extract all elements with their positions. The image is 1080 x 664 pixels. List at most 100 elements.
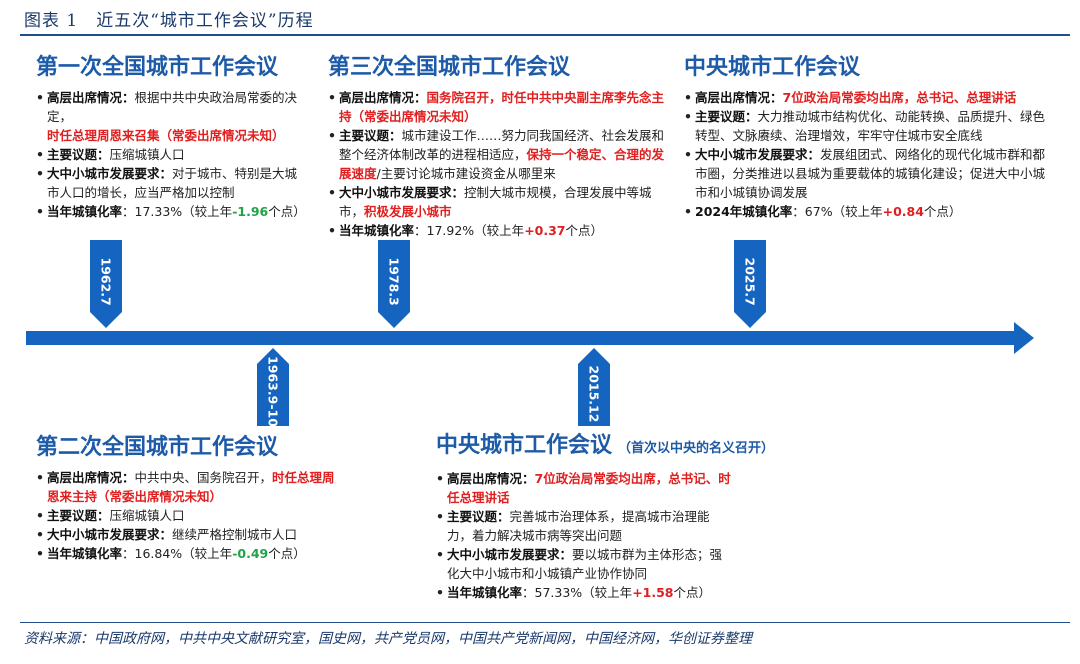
meeting-item: 大中小城市发展要求：控制大城市规模，合理发展中等城市，积极发展小城市 bbox=[328, 183, 674, 221]
item-key: 主要议题： bbox=[447, 509, 510, 524]
item-text: 完善城市治理体系，提高城市治理能力，着力解决城市病等突出问题 bbox=[447, 509, 710, 543]
item-text: 个点） bbox=[923, 204, 962, 219]
meeting-block-4: 中央城市工作会议（首次以中央的名义召开） 高层出席情况：7位政治局常委均出席，总… bbox=[436, 432, 775, 602]
item-text: 要以城市群为主体形态；强化大中小城市和小城镇产业协作协同 bbox=[447, 547, 723, 581]
meeting-item: 大中小城市发展要求：对于城市、特别是大城市人口的增长，应当严格加以控制 bbox=[36, 164, 308, 202]
item-text: 个点） bbox=[673, 585, 712, 600]
item-key: 高层出席情况： bbox=[47, 90, 135, 105]
meeting-item: 主要议题：压缩城镇人口 bbox=[36, 506, 346, 525]
meeting-item: 当年城镇化率：17.33%（较上年-1.96个点） bbox=[36, 202, 308, 221]
item-text: 城市建设工作……努力同我国经济、社会发展和整个经济体制改革的进程相适应， bbox=[339, 128, 665, 162]
meeting-title: 第一次全国城市工作会议 bbox=[36, 55, 279, 80]
item-text: ：17.92%（较上年 bbox=[414, 223, 525, 238]
meeting-item: 2024年城镇化率：67%（较上年+0.84个点） bbox=[684, 202, 1054, 221]
item-key: 当年城镇化率 bbox=[47, 204, 123, 219]
meeting-item: 主要议题：城市建设工作……努力同我国经济、社会发展和整个经济体制改革的进程相适应… bbox=[328, 126, 674, 183]
item-text: 控制大城市规模，合理发展中等城市， bbox=[339, 185, 652, 219]
meeting-item: 大中小城市发展要求：发展组团式、网络化的现代化城市群和都市圈，分类推进以县城为重… bbox=[684, 145, 1054, 202]
item-key: 主要议题： bbox=[339, 128, 402, 143]
bottom-divider bbox=[20, 622, 1070, 623]
item-text: +0.37 bbox=[524, 223, 566, 238]
item-text: 保持一个稳定、合理的发展速度 bbox=[339, 147, 665, 181]
item-text: 7位政治局常委均出席，总书记、总理讲话 bbox=[782, 90, 1017, 105]
date-flag-1978-3 bbox=[378, 240, 410, 328]
meeting-item: 主要议题：完善城市治理体系，提高城市治理能力，着力解决城市病等突出问题 bbox=[436, 507, 732, 545]
item-text: ：17.33%（较上年 bbox=[122, 204, 233, 219]
item-key: 高层出席情况： bbox=[447, 471, 535, 486]
item-text: -1.96 bbox=[232, 204, 269, 219]
figure-title: 图表 1 近五次“城市工作会议”历程 bbox=[24, 11, 314, 31]
meeting-item: 高层出席情况：7位政治局常委均出席，总书记、时任总理讲话 bbox=[436, 469, 732, 507]
item-key: 大中小城市发展要求： bbox=[47, 166, 173, 181]
item-text: 继续严格控制城市人口 bbox=[172, 527, 298, 542]
meeting-item: 高层出席情况：7位政治局常委均出席，总书记、总理讲话 bbox=[684, 88, 1054, 107]
item-key: 大中小城市发展要求： bbox=[695, 147, 821, 162]
item-text: /主要讨论城市建设资金从哪里来 bbox=[376, 166, 556, 181]
meeting-items: 高层出席情况：7位政治局常委均出席，总书记、时任总理讲话主要议题：完善城市治理体… bbox=[436, 469, 732, 602]
meeting-item: 高层出席情况：国务院召开，时任中共中央副主席李先念主持（常委出席情况未知） bbox=[328, 88, 674, 126]
item-key: 主要议题： bbox=[47, 147, 110, 162]
item-key: 主要议题： bbox=[695, 109, 758, 124]
meeting-note: （首次以中央的名义召开） bbox=[618, 441, 775, 456]
item-text: 国务院召开，时任中共中央副主席李先念主持（常委出席情况未知） bbox=[339, 90, 665, 124]
date-flag-1963-9-10 bbox=[257, 348, 289, 426]
meeting-items: 高层出席情况：中共中央、国务院召开，时任总理周恩来主持（常委出席情况未知）主要议… bbox=[36, 468, 346, 563]
meeting-item: 高层出席情况：根据中共中央政治局常委的决定，时任总理周恩来召集（常委出席情况未知… bbox=[36, 88, 308, 145]
top-divider bbox=[20, 34, 1070, 36]
meeting-item: 高层出席情况：中共中央、国务院召开，时任总理周恩来主持（常委出席情况未知） bbox=[36, 468, 346, 506]
item-key: 当年城镇化率 bbox=[447, 585, 523, 600]
item-key: 大中小城市发展要求： bbox=[339, 185, 465, 200]
meeting-item: 大中小城市发展要求：要以城市群为主体形态；强化大中小城市和小城镇产业协作协同 bbox=[436, 545, 732, 583]
item-text: 个点） bbox=[268, 546, 306, 561]
item-key: 高层出席情况： bbox=[339, 90, 427, 105]
item-key: 主要议题： bbox=[47, 508, 110, 523]
meeting-item: 大中小城市发展要求：继续严格控制城市人口 bbox=[36, 525, 346, 544]
item-text: 时任总理周恩来主持（常委出席情况未知） bbox=[47, 470, 335, 504]
date-label: 1963.9-10 bbox=[265, 356, 281, 427]
item-text: 根据中共中央政治局常委的决定， bbox=[47, 90, 298, 124]
item-text: 个点） bbox=[268, 204, 306, 219]
date-flag-1962-7 bbox=[90, 240, 122, 328]
meeting-items: 高层出席情况：根据中共中央政治局常委的决定，时任总理周恩来召集（常委出席情况未知… bbox=[36, 88, 308, 221]
item-text: ：67%（较上年 bbox=[792, 204, 883, 219]
meeting-block-1: 第一次全国城市工作会议 高层出席情况：根据中共中央政治局常委的决定，时任总理周恩… bbox=[36, 54, 308, 221]
item-text: -0.49 bbox=[232, 546, 269, 561]
item-text: 对于城市、特别是大城市人口的增长，应当严格加以控制 bbox=[47, 166, 298, 200]
date-flag-2025-7 bbox=[734, 240, 766, 328]
item-key: 大中小城市发展要求： bbox=[447, 547, 573, 562]
item-text: 积极发展小城市 bbox=[364, 204, 452, 219]
meeting-item: 主要议题：大力推动城市结构优化、动能转换、品质提升、绿色转型、文脉赓续、治理增效… bbox=[684, 107, 1054, 145]
meeting-title: 第三次全国城市工作会议 bbox=[328, 55, 571, 80]
meeting-item: 当年城镇化率：57.33%（较上年+1.58个点） bbox=[436, 583, 732, 602]
item-key: 高层出席情况： bbox=[47, 470, 135, 485]
date-flag-2015-12 bbox=[578, 348, 610, 426]
meeting-items: 高层出席情况：国务院召开，时任中共中央副主席李先念主持（常委出席情况未知）主要议… bbox=[328, 88, 674, 240]
meeting-item: 主要议题：压缩城镇人口 bbox=[36, 145, 308, 164]
item-text: 7位政治局常委均出席，总书记、时任总理讲话 bbox=[447, 471, 731, 505]
item-text: 大力推动城市结构优化、动能转换、品质提升、绿色转型、文脉赓续、治理增效，牢牢守住… bbox=[695, 109, 1046, 143]
item-text: 中共中央、国务院召开， bbox=[134, 470, 273, 485]
item-key: 2024年城镇化率 bbox=[695, 204, 793, 219]
item-text: ：57.33%（较上年 bbox=[522, 585, 633, 600]
meeting-items: 高层出席情况：7位政治局常委均出席，总书记、总理讲话主要议题：大力推动城市结构优… bbox=[684, 88, 1054, 221]
item-text: +1.58 bbox=[632, 585, 674, 600]
item-text: +0.84 bbox=[882, 204, 924, 219]
meeting-block-3: 第三次全国城市工作会议 高层出席情况：国务院召开，时任中共中央副主席李先念主持（… bbox=[328, 54, 674, 240]
date-label: 2015.12 bbox=[586, 365, 602, 423]
item-text: ：16.84%（较上年 bbox=[122, 546, 233, 561]
source-note: 资料来源：中国政府网，中共中央文献研究室，国史网，共产党员网，中国共产党新闻网，… bbox=[24, 631, 752, 647]
meeting-item: 当年城镇化率：16.84%（较上年-0.49个点） bbox=[36, 544, 346, 563]
date-label: 1962.7 bbox=[98, 257, 114, 306]
date-label: 1978.3 bbox=[386, 257, 402, 306]
timeline-arrowhead bbox=[1014, 322, 1034, 354]
meeting-title: 中央城市工作会议（首次以中央的名义召开） bbox=[436, 433, 775, 458]
item-key: 高层出席情况： bbox=[695, 90, 783, 105]
item-key: 当年城镇化率 bbox=[339, 223, 415, 238]
meeting-title: 中央城市工作会议 bbox=[684, 55, 861, 80]
item-text: 压缩城镇人口 bbox=[109, 147, 185, 162]
meeting-item: 当年城镇化率：17.92%（较上年+0.37个点） bbox=[328, 221, 674, 240]
item-key: 大中小城市发展要求： bbox=[47, 527, 173, 542]
meeting-block-2: 第二次全国城市工作会议 高层出席情况：中共中央、国务院召开，时任总理周恩来主持（… bbox=[36, 434, 346, 563]
item-text: 压缩城镇人口 bbox=[109, 508, 185, 523]
